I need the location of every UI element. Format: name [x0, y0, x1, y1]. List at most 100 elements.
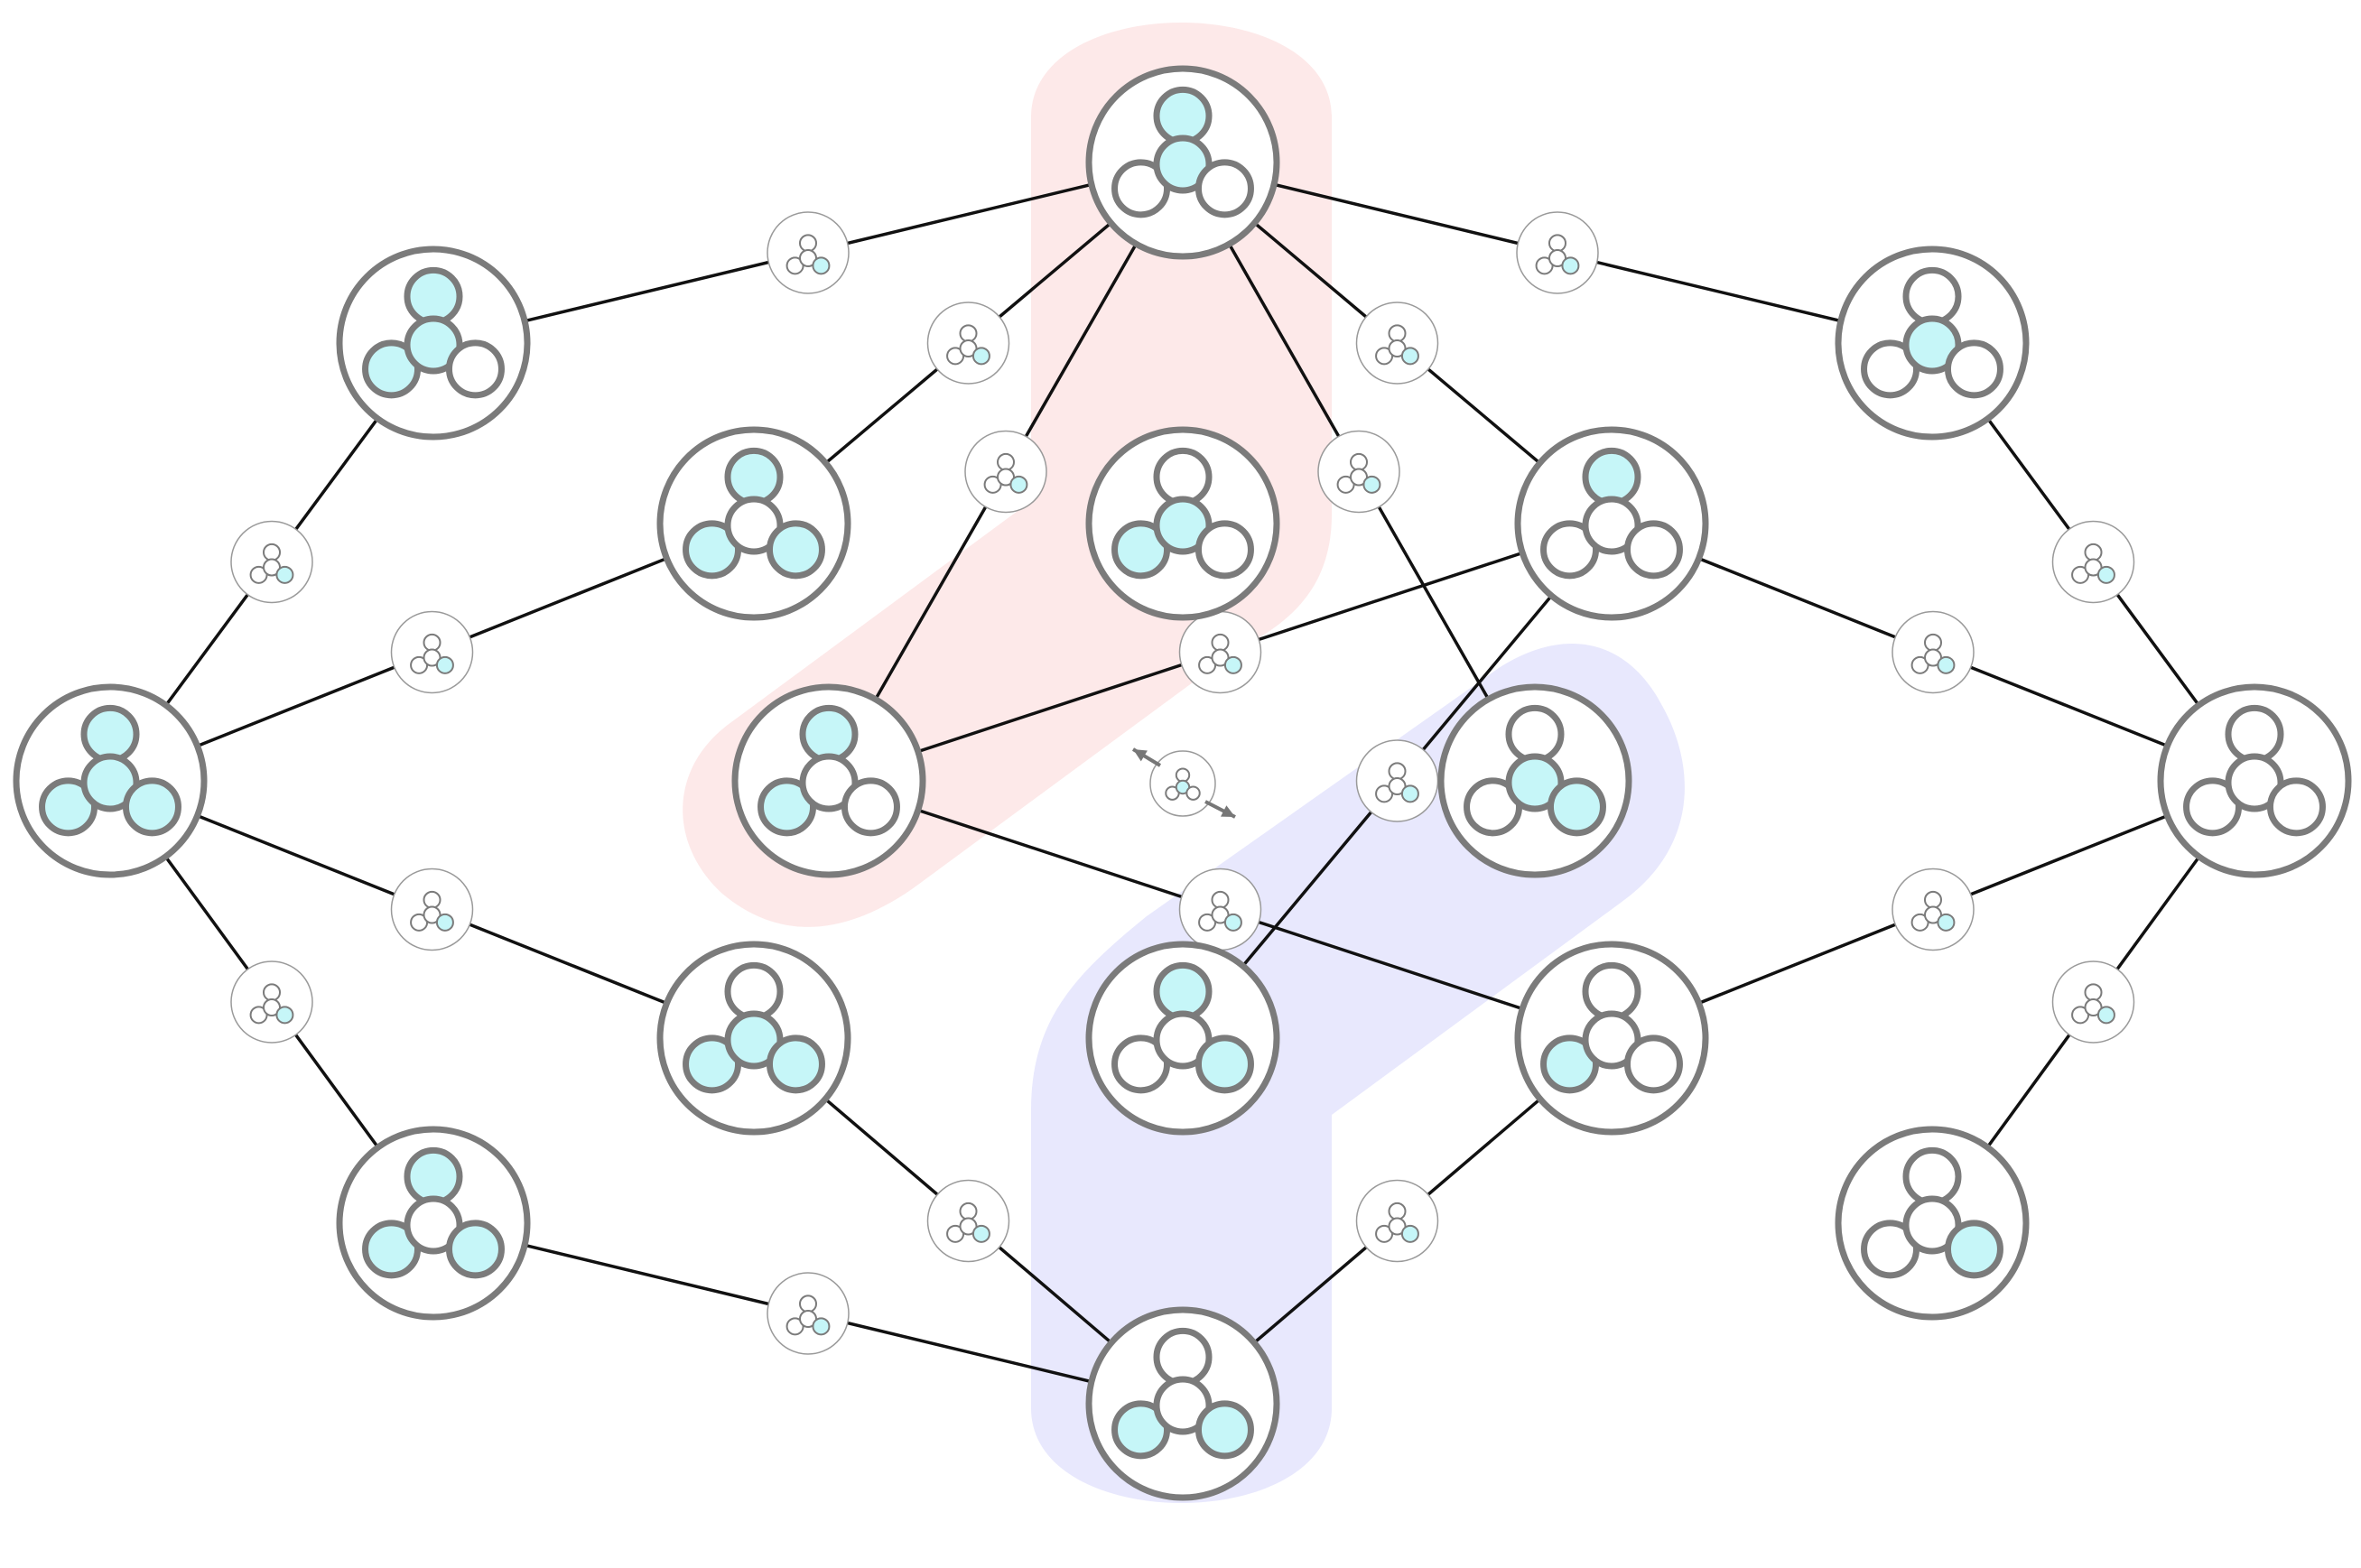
vertex [1924, 633, 1942, 652]
edge-marker [1892, 610, 1975, 694]
vertex [2084, 983, 2103, 1002]
vertex [423, 633, 442, 652]
vertex [799, 1294, 817, 1313]
vertex [1548, 234, 1566, 253]
vertex [445, 1220, 505, 1279]
edge-marker [926, 1179, 1010, 1263]
vertex [1582, 447, 1641, 506]
vertex [997, 452, 1015, 471]
vertex [1194, 1035, 1254, 1094]
vertex [1175, 767, 1191, 783]
vertex [404, 1146, 463, 1206]
vertex [1350, 452, 1368, 471]
state-node-center-left [731, 683, 926, 878]
edge-marker [767, 211, 850, 294]
vertex [1388, 1202, 1407, 1220]
vertex [275, 565, 294, 584]
vertex [1547, 777, 1606, 837]
state-node-upper-left [336, 246, 531, 441]
vertex [423, 890, 442, 909]
edge-marker [230, 960, 313, 1044]
vertex [1623, 1035, 1683, 1094]
edge-marker [2051, 960, 2135, 1044]
vertex [959, 1202, 978, 1220]
edge-marker [1178, 868, 1262, 951]
vertex [122, 777, 181, 837]
vertex [2266, 777, 2326, 837]
vertex [1009, 475, 1028, 494]
vertex [1223, 913, 1242, 932]
vertex [1211, 890, 1230, 909]
state-node-center-bottom [1085, 941, 1280, 1136]
vertex [1582, 961, 1641, 1021]
vertex [841, 777, 900, 837]
vertex [275, 1006, 294, 1025]
vertex [1388, 324, 1407, 343]
vertex [1185, 785, 1201, 801]
vertex [1902, 266, 1962, 326]
edge-marker [1355, 739, 1439, 822]
vertex [80, 704, 140, 764]
vertex [1505, 704, 1565, 764]
edge-marker [1516, 211, 1599, 294]
vertex [959, 324, 978, 343]
vertex [1924, 890, 1942, 909]
edge-marker [230, 520, 313, 604]
edge-marker [1317, 430, 1400, 514]
vertex [799, 704, 859, 764]
vertex [1194, 520, 1254, 580]
state-node-upper-right [1835, 246, 2030, 441]
edge-marker [926, 302, 1010, 385]
edge-markers [230, 211, 2135, 1355]
vertex [2096, 565, 2115, 584]
vertex [971, 347, 990, 366]
edge-marker [1355, 302, 1439, 385]
vertex [1561, 256, 1580, 275]
edge-marker [2051, 520, 2135, 604]
vertex [766, 1035, 825, 1094]
vertex [1153, 447, 1213, 506]
vertex [1388, 762, 1407, 781]
vertex [1362, 475, 1381, 494]
edge-marker [1892, 868, 1975, 951]
edge-marker [390, 610, 474, 694]
state-node-lower-right [1835, 1126, 2030, 1321]
vertex [799, 234, 817, 253]
edge-marker [1355, 1179, 1439, 1263]
edge-marker [390, 868, 474, 951]
vertex [2096, 1006, 2115, 1025]
state-node-lower-mid-left [656, 941, 851, 1136]
vertex [812, 1317, 831, 1336]
edge-marker [964, 430, 1047, 514]
vertex [435, 913, 454, 932]
vertex [2225, 704, 2284, 764]
vertex [971, 1224, 990, 1243]
vertex [724, 961, 784, 1021]
edge-marker [767, 1272, 850, 1355]
state-nodes [13, 65, 2352, 1501]
state-node-top [1085, 65, 1280, 260]
vertex [1623, 520, 1683, 580]
vertex [1937, 913, 1956, 932]
state-node-center-right [1437, 683, 1632, 878]
vertex [1937, 655, 1956, 674]
vertex [1400, 1224, 1419, 1243]
vertex [1194, 159, 1254, 218]
swap-marker [1131, 747, 1236, 819]
vertex [435, 655, 454, 674]
vertex [724, 447, 784, 506]
vertex [404, 266, 463, 326]
vertex [263, 983, 281, 1002]
vertex [1194, 1400, 1254, 1460]
state-node-lower-left [336, 1126, 531, 1321]
state-node-far-right [2157, 683, 2352, 878]
vertex [1944, 339, 2003, 399]
vertex [812, 256, 831, 275]
state-node-far-left [13, 683, 208, 878]
edge-marker [1178, 610, 1262, 694]
state-node-center-top [1085, 426, 1280, 621]
vertex [445, 339, 505, 399]
vertex [766, 520, 825, 580]
vertex [1902, 1146, 1962, 1206]
